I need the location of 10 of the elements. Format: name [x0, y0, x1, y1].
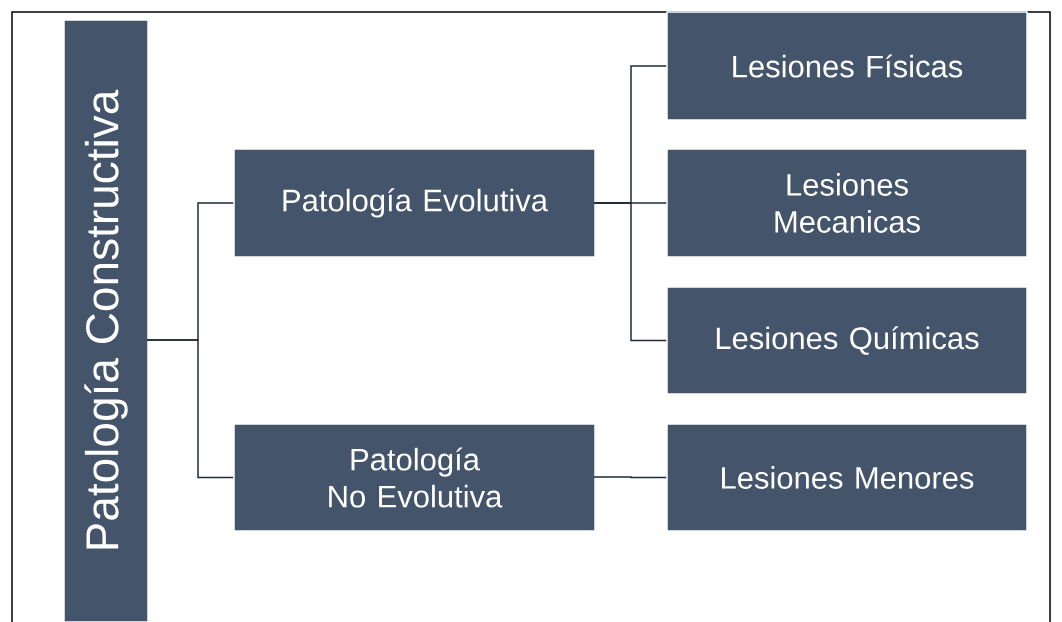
category-box: Lesiones Menores — [666, 423, 1028, 532]
category-box: Patología No Evolutiva — [233, 423, 596, 532]
category-box: Lesiones Físicas — [666, 11, 1028, 121]
category-box: Lesiones Químicas — [666, 286, 1028, 395]
category-box: Lesiones Mecanicas — [666, 148, 1028, 258]
category-box: Patología Evolutiva — [233, 148, 596, 258]
connector-line — [146, 339, 234, 479]
vertical-title-box: Patología Constructiva — [63, 19, 149, 622]
connector-line — [593, 476, 667, 479]
connector-line — [593, 202, 667, 342]
